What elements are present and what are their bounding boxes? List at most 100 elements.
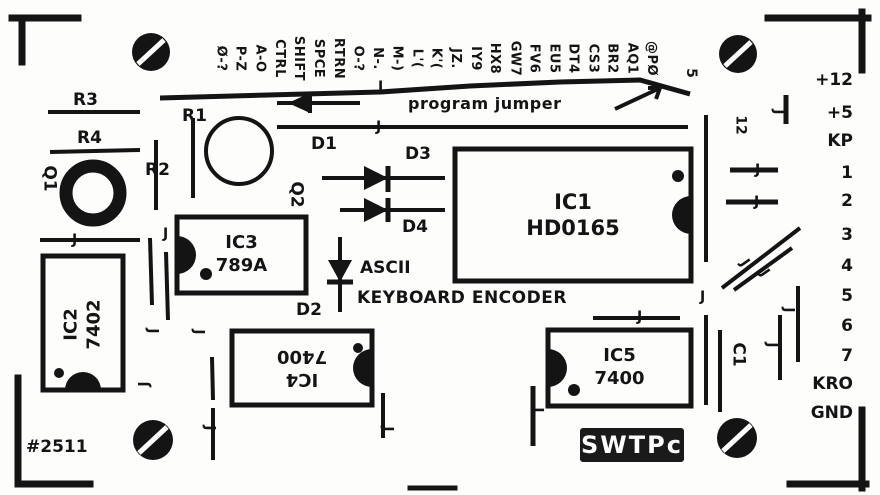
jumper-mark: J [201,425,218,431]
jumper-mark: J [754,194,760,210]
label-d4: D4 [402,217,428,237]
key-label: M-) [388,28,405,88]
keyboard-encoder-label: KEYBOARD ENCODER [357,288,567,308]
key-label: FV6 [526,28,543,88]
key-label: EU5 [545,28,562,88]
label-q1: Q1 [39,165,60,192]
key-label-text: @PØ [644,40,660,76]
label-r2: R2 [145,160,170,180]
label-r1: R1 [182,106,207,126]
jumper-mark: J [378,79,384,95]
key-label: K'( [428,28,445,88]
key-label: JZ. [447,28,464,88]
key-label-text: P-Z [232,45,248,71]
connector-pin-label: 6 [841,316,853,336]
connector-pin-label: GND [810,403,853,423]
swtpc-logo: SWTPc [580,428,684,462]
ic2-label: IC2 7402 [61,266,106,384]
jumper-mark: J [755,162,761,178]
key-label-text: JZ. [448,47,464,69]
key-label: SPCE [310,28,327,88]
key-label-text: BR2 [605,42,620,74]
label-c1: C1 [728,342,749,367]
key-label: CTRL [271,28,288,88]
ic1-part: HD0165 [526,216,620,241]
key-label-text: K'( [428,47,444,69]
key-label-text: GW7 [507,40,522,76]
ic2-name: IC2 [60,308,82,341]
key-label-text: N-. [369,46,385,70]
jumper-mark: J [770,109,787,115]
key-label-text: M-) [389,45,405,71]
jumper-number: 12 [732,115,749,135]
key-label-text: CTRL [271,38,287,78]
jumper-mark: J [190,329,207,335]
label-d3: D3 [405,144,431,164]
key-label-text: Ø-? [213,45,229,71]
key-label-text: O-? [350,45,366,71]
ic3-label: IC3 789A [177,232,306,277]
key-label-text: RTRN [330,37,346,79]
jumper-mark: J [376,119,382,135]
ic2-part: 7402 [83,299,104,350]
jumper-mark: J [136,381,153,387]
logo-text: SWTPc [581,431,683,459]
jumper-mark: J [763,342,780,348]
corner-mark-tl [8,14,82,66]
ic4-label: IC4 7400 [232,345,372,391]
key-label-text: FV6 [526,43,542,73]
connector-pin-label: +12 [815,70,853,90]
ic3-name: IC3 [225,232,258,253]
screw-tl [132,33,170,71]
corner-mark-tr [764,8,872,74]
key-label: @PØ [643,28,660,88]
label-d2: D2 [296,300,322,320]
key-label: SHIFT [290,28,307,88]
key-label-text: EU5 [546,43,562,73]
ic1-name: IC1 [554,190,592,214]
connector-pin-label: 5 [841,286,853,306]
key-label: GW7 [506,28,523,88]
key-label: BR2 [604,28,621,88]
connector-pin-label: 1 [841,163,853,183]
ic5-part: 7400 [594,367,645,389]
corner-mark-br [786,406,870,492]
label-r3: R3 [73,90,98,110]
jumper-mark: J [700,289,706,305]
screw-bl [133,420,173,460]
key-label: Ø-? [212,28,229,88]
ic3-part: 789A [215,254,268,276]
jumper-mark: J [72,232,78,248]
key-label: AQ1 [624,28,641,88]
jumper-mark: J [163,226,169,242]
label-d1: D1 [311,134,337,154]
ic4-part: 7400 [276,346,328,368]
key-label-text: CS3 [585,43,601,73]
key-number: 5 [682,68,699,78]
jumper-mark: J [780,307,797,313]
key-label: A-O [251,28,268,88]
connector-pin-label: KRO [812,374,853,394]
jumper-mark: J [637,309,643,325]
ic4-name: IC4 [285,369,319,390]
corner-mark-bl [14,374,94,488]
jumper-mark: J [379,426,396,432]
ic5-label: IC5 7400 [548,345,691,390]
key-label: DT4 [565,28,582,88]
jumper-mark: J [529,407,546,413]
ic1-label: IC1 HD0165 [455,189,691,242]
key-label-text: IY9 [467,45,483,71]
key-label: O-? [349,28,366,88]
key-label: P-Z [232,28,249,88]
key-label-text: A-O [252,43,268,73]
connector-pin-label: 7 [841,346,853,366]
key-label: IY9 [467,28,484,88]
ic5-name: IC5 [603,345,636,366]
key-label-text: AQ1 [624,42,640,74]
connector-pin-label: 3 [841,225,853,245]
key-label-text: L'( [409,48,424,68]
key-label-text: SHIFT [291,35,307,81]
key-label: RTRN [330,28,347,88]
